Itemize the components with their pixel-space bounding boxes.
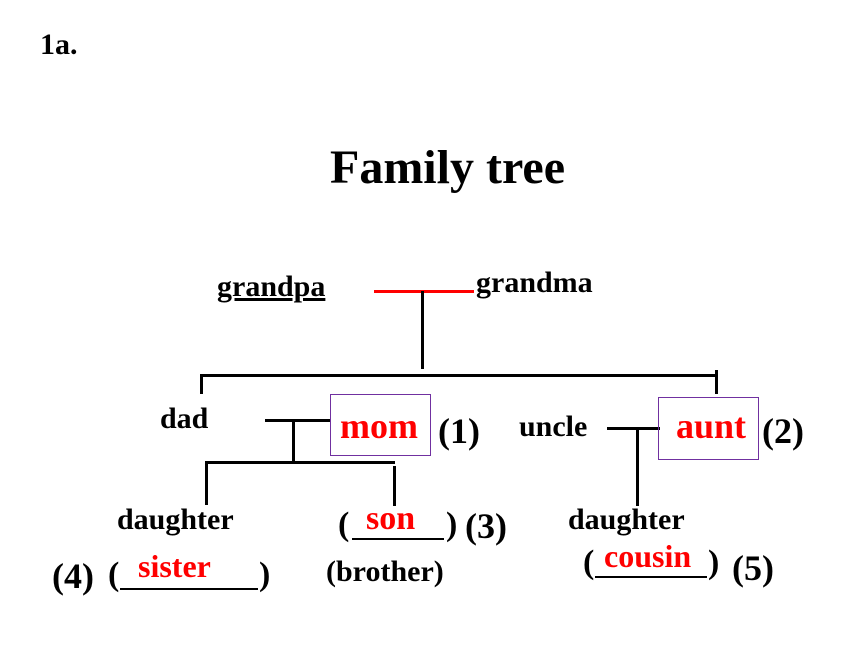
children-horizontal-line: [200, 374, 718, 377]
sister-answer-blank: [120, 588, 258, 590]
uncle-aunt-couple-line: [607, 427, 660, 430]
page-title: Family tree: [330, 141, 566, 194]
mom-answer: mom: [340, 406, 418, 446]
sister-number: (4): [52, 556, 94, 596]
son-number: (3): [465, 506, 507, 546]
cousin-descent-line: [636, 428, 639, 506]
aunt-answer: aunt: [676, 406, 747, 446]
mom-answer-box: [330, 394, 431, 456]
cousin-answer: cousin: [604, 538, 692, 574]
daughter-drop-line: [205, 461, 208, 505]
grandpa-label: grandpa: [217, 270, 326, 303]
cousin-open-paren: (: [583, 544, 595, 581]
grandparents-descent-line: [421, 291, 424, 369]
slide-label: 1a.: [40, 28, 78, 61]
daughter-right-label: daughter: [568, 503, 685, 536]
daughter-left-label: daughter: [117, 503, 234, 536]
aunt-answer-box: [658, 397, 759, 460]
parents-couple-line: [265, 419, 331, 422]
cousin-close-paren: ): [708, 544, 720, 581]
parents-descent-line: [292, 420, 295, 462]
uncle-label: uncle: [519, 410, 588, 443]
grandparents-couple-line: [374, 290, 474, 293]
mom-number: (1): [438, 411, 480, 451]
son-answer-blank: [352, 538, 444, 540]
aunt-number: (2): [762, 411, 804, 451]
sister-open-paren: (: [108, 556, 120, 593]
dad-label: dad: [160, 402, 209, 435]
cousin-answer-blank: [595, 576, 707, 578]
siblings-horizontal-line: [205, 461, 395, 464]
sister-answer: sister: [138, 548, 211, 584]
sister-close-paren: ): [259, 556, 271, 593]
son-drop-line: [393, 466, 396, 506]
son-close-paren: ): [446, 506, 458, 543]
right-drop-line: [715, 370, 718, 394]
cousin-number: (5): [732, 548, 774, 588]
son-open-paren: (: [338, 506, 350, 543]
left-drop-line: [200, 374, 203, 394]
grandma-label: grandma: [476, 266, 593, 299]
son-answer: son: [366, 500, 416, 537]
brother-label: (brother): [326, 555, 444, 588]
